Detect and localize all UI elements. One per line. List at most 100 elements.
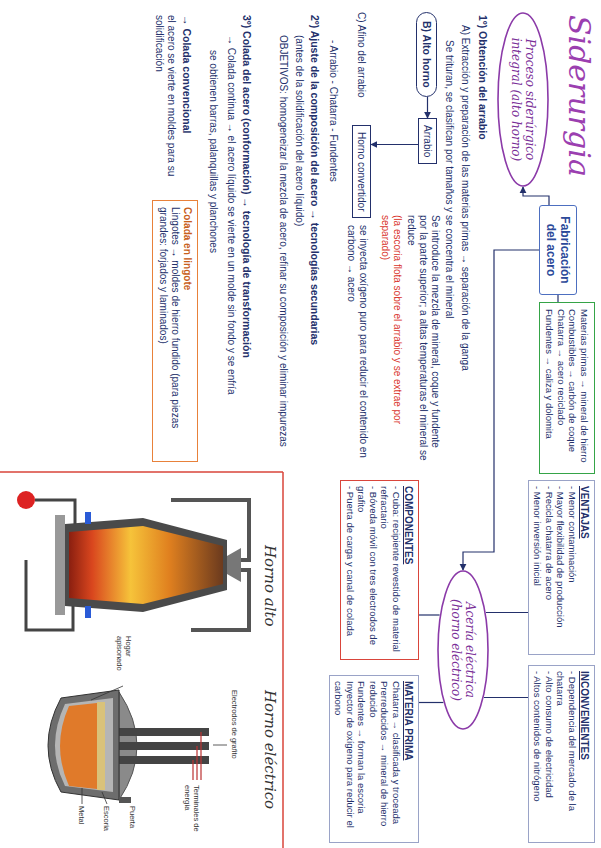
node-text: Fundentes → forman la escoria (356, 681, 368, 837)
note-text: se inyecta oxígeno puro para reducir el … (345, 225, 369, 465)
blast-furnace-figure-part (227, 548, 241, 582)
electric-furnace-figure-part (193, 732, 201, 780)
note-text: 2º) Ajuste de la composición del acero →… (308, 15, 321, 465)
node-text: - Recicla chatarra de acero (544, 486, 556, 649)
electric-furnace-figure-part (97, 702, 105, 790)
materials-box: Materias primas → mineral de hierroCombu… (539, 302, 595, 474)
electric-furnace-figure-part (82, 686, 227, 804)
node-text: - Altos contenidos de nitrógeno (532, 671, 544, 837)
blast-furnace-figure-part (35, 500, 75, 524)
node-heading: Colada en lingote (181, 207, 193, 455)
node-heading: VENTAJAS (578, 486, 591, 649)
step-pill: B) Alto horno (416, 12, 437, 97)
node-text: - Mayor flexibilidad de producción (555, 486, 567, 649)
blast-furnace-figure-part (55, 515, 65, 615)
process-box: Horno convertidor (352, 125, 371, 218)
process-box: Fabricación del acero (539, 205, 577, 295)
divider-line (0, 472, 283, 848)
electric-furnace-figure-part (111, 728, 209, 736)
node-text: Lingotes → moldes de hierro fundido (par… (157, 207, 181, 455)
note-text: 3º) Colada del acero (conformación) → te… (240, 15, 253, 465)
connector (419, 702, 443, 703)
figure-title: Horno eléctrico (261, 690, 279, 840)
node-text: Inyector de oxígeno para reducir el carb… (333, 681, 356, 837)
blast-furnace-figure-part (85, 512, 91, 524)
node-text: Combustibles → carbón de coque (567, 309, 579, 467)
node-heading: MATERIA PRIMA (402, 681, 415, 837)
node-heading: COMPONENTES (402, 486, 415, 654)
electric-furnace-figure-part (60, 703, 97, 789)
node-text: - Bóveda móvil con tres electrodos de gr… (356, 486, 379, 654)
list-box: COMPONENTES- Cuba: recipiente revestido … (341, 480, 420, 660)
note-text: C) Afino del arrabio (355, 12, 367, 120)
note-text: 1º) Obtención del arrabio (476, 15, 489, 315)
note-text: → Colada convencional (180, 15, 193, 195)
part-label: Escoria (102, 806, 111, 846)
node-text: - Dependencia del mercado de la chatarra (555, 671, 578, 837)
list-box: INCONVENIENTES- Dependencia del mercado … (528, 665, 595, 843)
note-text: → Colada continua → el acero líquido se … (225, 35, 237, 470)
node-text: Prerreducidos → mineral de hierro reduci… (368, 681, 391, 837)
node-text: Chatarra → acero reciclado (556, 309, 568, 467)
node-text: - Menor inversión inicial (532, 486, 544, 649)
part-label: Metal (77, 806, 86, 846)
connector (427, 97, 428, 118)
node-text: Chatarra → clasificada y troceada (391, 681, 403, 837)
electric-furnace-figure-part (119, 797, 131, 803)
note-text: el acero se vierte en moldes para su sol… (153, 15, 177, 193)
part-label: Terminales de energía (183, 785, 201, 843)
blast-furnace-figure (17, 491, 249, 630)
node-text: - Alto consumo de electricidad (544, 671, 556, 837)
electric-furnace-figure-part (111, 742, 209, 750)
note-text: (la escoria flota sobre el arrabio y se … (379, 215, 403, 465)
connector (523, 187, 549, 205)
cloud-node: Acería eléctrica (horno eléctrico) (437, 570, 489, 730)
cloud-node: Proceso siderúrgico integral (alto horno… (497, 12, 549, 187)
list-box: MATERIA PRIMAChatarra → clasificada y tr… (329, 675, 419, 843)
connector (557, 295, 558, 302)
part-label: Electrodos de grafito (230, 690, 239, 800)
part-label: Puerta (128, 806, 137, 846)
node-text: - Menor contaminación (567, 486, 579, 649)
node-text: - Puerta de carga y canal de colada (345, 486, 357, 654)
electric-furnace-figure-part (48, 690, 119, 800)
figure-title: Horno alto (261, 545, 279, 665)
connector (486, 612, 528, 613)
node-text: Acería eléctrica (horno eléctrico) (449, 590, 477, 710)
blast-furnace-figure-part (26, 560, 73, 630)
connector (371, 144, 418, 145)
divider-line-part (0, 472, 283, 848)
note-text: se obtienen barras, palanquillas y planc… (207, 50, 219, 450)
cloud-outline (438, 571, 488, 729)
node-text: B) Alto horno (420, 21, 433, 88)
node-text: Proceso siderúrgico integral (alto horno… (509, 32, 537, 167)
blast-furnace-figure-part (65, 518, 227, 612)
note-text: - Arrabio - Chatarra - Fundentes (327, 40, 339, 440)
note-text: (antes de la solidificación del acero lí… (293, 35, 305, 465)
cloud-outline (498, 13, 548, 186)
node-text: Fabricación del acero (544, 212, 572, 288)
part-label: Hogar apisonado (115, 636, 133, 684)
node-text: - Cuba: recipiente revestido de material… (379, 486, 402, 654)
note-text: Se trituran, se clasifican por tamaños y… (443, 40, 455, 465)
node-heading: INCONVENIENTES (578, 671, 591, 837)
node-text: Fundentes → caliza y dolomita (544, 309, 556, 467)
connector (484, 697, 528, 698)
connector (419, 614, 440, 615)
blast-furnace-figure-part (69, 526, 223, 604)
product-box: Arrabio (418, 118, 437, 164)
diagram-title: Siderurgia (561, 15, 597, 177)
blast-furnace-figure-part (85, 606, 91, 618)
node-text: Materias primas → mineral de hierro (579, 309, 591, 467)
node-text: Arrabio (421, 125, 434, 157)
note-text: Se introduce la mezcla de mineral, coque… (405, 215, 441, 465)
blast-furnace-figure-part (17, 491, 35, 509)
electric-furnace-figure-part (111, 756, 209, 764)
note-box: Colada en lingoteLingotes → moldes de hi… (152, 200, 198, 462)
note-text: OBJETIVOS: homogeneizar la mezcla de ace… (277, 35, 289, 465)
node-text: Horno convertidor (355, 132, 368, 211)
electric-furnace-figure-part (55, 698, 113, 792)
note-text: A) Extracción y preparación de las mater… (459, 25, 471, 465)
list-box: VENTAJAS- Menor contaminación- Mayor fle… (528, 480, 595, 655)
